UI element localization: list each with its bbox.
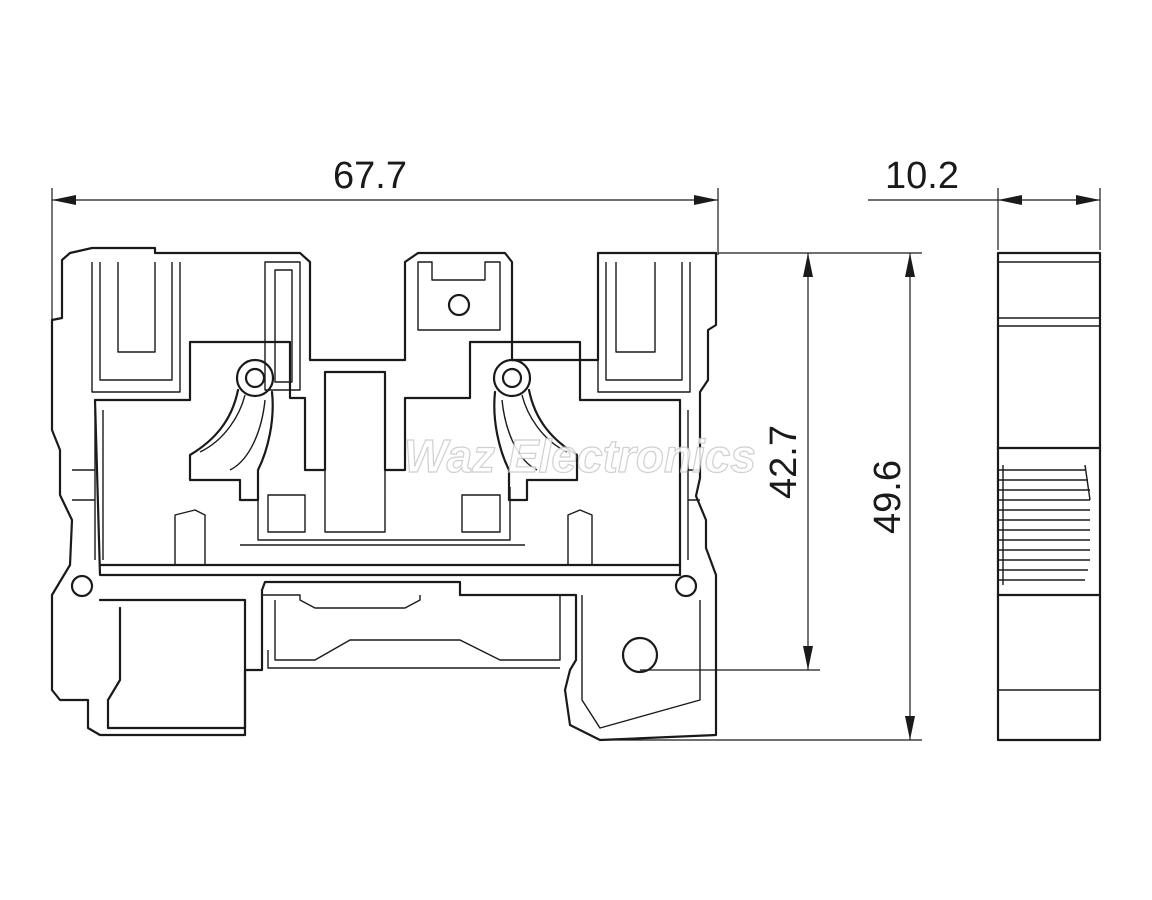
left-side-ribs xyxy=(72,410,104,560)
rail-height-dimension-label: 42.7 xyxy=(763,425,805,499)
right-wire-channel xyxy=(597,262,691,393)
test-hole-icon xyxy=(447,293,471,317)
left-spring-clamp xyxy=(188,358,275,502)
overall-height-dimension: 49.6 xyxy=(600,252,922,741)
watermark: Waz Electronics xyxy=(404,430,756,482)
left-post xyxy=(174,509,206,565)
side-view-ribs xyxy=(998,464,1091,585)
side-width-dimension: 10.2 xyxy=(868,155,1101,250)
left-release-slot xyxy=(264,261,301,391)
rail-height-dimension: 42.7 xyxy=(640,252,820,671)
rail-release-hole-icon xyxy=(621,636,659,674)
left-wire-channel xyxy=(91,262,181,393)
current-bar xyxy=(257,470,511,541)
mounting-hole-left-icon xyxy=(70,574,94,598)
overall-height-dimension-label: 49.6 xyxy=(867,460,909,534)
left-clamp-pivot-icon xyxy=(235,358,275,398)
housing-outline xyxy=(50,246,718,742)
mounting-hole-right-icon xyxy=(674,574,698,598)
front-view xyxy=(50,246,718,742)
rail-foot xyxy=(262,594,561,669)
right-post xyxy=(567,509,593,565)
right-spring-clamp xyxy=(492,358,579,502)
width-dimension-label: 67.7 xyxy=(333,155,407,197)
width-dimension: 67.7 xyxy=(51,155,719,320)
center-test-tab xyxy=(417,261,501,331)
right-clamp-pivot-icon xyxy=(492,358,532,398)
side-width-dimension-label: 10.2 xyxy=(885,155,959,197)
right-side-ribs xyxy=(679,410,700,560)
side-view-body xyxy=(996,251,1102,742)
side-view xyxy=(996,251,1102,742)
left-foot-hook xyxy=(98,598,247,730)
